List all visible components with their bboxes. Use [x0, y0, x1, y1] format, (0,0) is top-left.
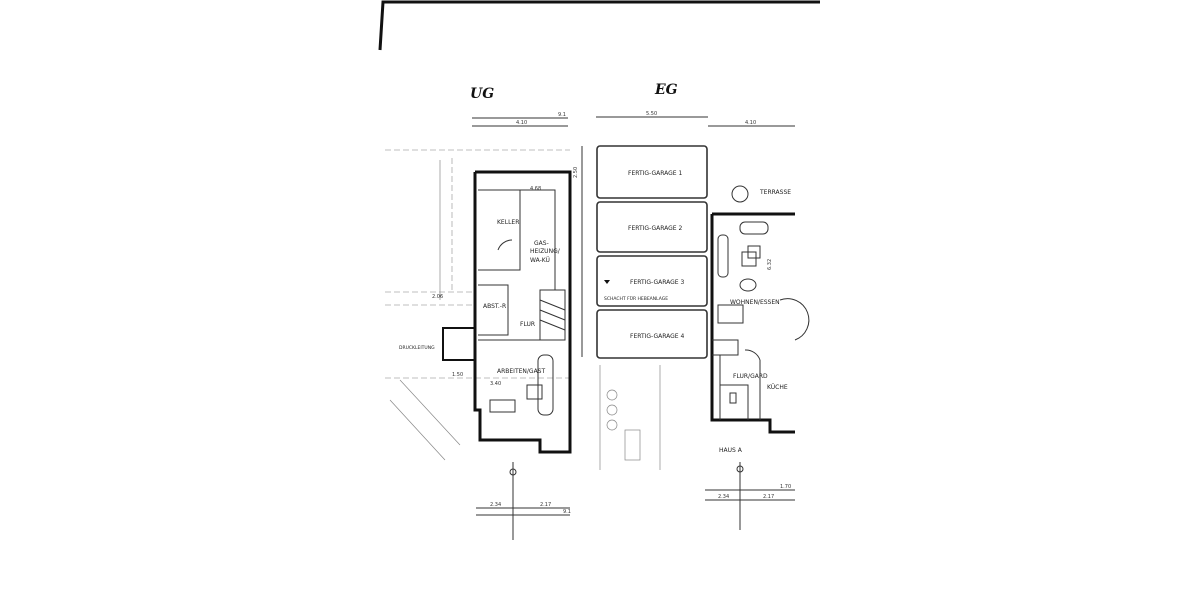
dim-label: 1.50 [452, 372, 463, 378]
ug-title: UG [470, 86, 494, 102]
dim-label: 2.34 [718, 494, 729, 500]
dim-label: 4.10 [745, 120, 756, 126]
ug-plan: UG 4.10 9.1 KELLER GAS- HEIZUNG/ WA-KÜ A… [385, 86, 572, 540]
label-haus: HAUS A [719, 447, 743, 454]
label-terrasse: TERRASSE [759, 189, 791, 196]
dim-label: 2.06 [432, 294, 443, 300]
dim-label: 2.17 [763, 494, 774, 500]
dim-label: 3.40 [490, 381, 501, 387]
dim-label: 4.10 [516, 120, 527, 126]
garage-4: FERTIG-GARAGE 4 [630, 333, 684, 340]
room-gas-2: HEIZUNG/ [530, 248, 561, 255]
scan-edge [378, 0, 820, 51]
dim-label: 2.34 [490, 502, 501, 508]
garages: FERTIG-GARAGE 1 FERTIG-GARAGE 2 FERTIG-G… [596, 145, 708, 359]
room-keller: KELLER [497, 219, 519, 226]
label-druckleitung: DRUCKLEITUNG [399, 345, 435, 351]
dim-label: 9.1 [558, 112, 566, 118]
garage-2: FERTIG-GARAGE 2 [628, 225, 682, 232]
room-gas-3: WA-KÜ [530, 257, 550, 264]
garage-3: FERTIG-GARAGE 3 [630, 279, 684, 286]
dim-label: 4.68 [530, 186, 541, 192]
dim-label: 2.17 [540, 502, 551, 508]
room-flur: FLUR [520, 321, 535, 328]
dim-label: 6.32 [767, 259, 773, 270]
room-gas-1: GAS- [534, 240, 549, 247]
label-schacht: SCHACHT FÜR HEBEANLAGE [604, 295, 668, 302]
room-wohnen-essen: WOHNEN/ESSEN [730, 299, 780, 306]
dim-label: 5.50 [646, 111, 657, 117]
dim-label: 1.70 [780, 484, 791, 490]
eg-plan: EG 5.50 4.10 2.50 FERTIG-GARAGE 1 FERTIG… [573, 82, 810, 530]
room-abst: ABST.-R [483, 303, 506, 310]
eg-title: EG [654, 82, 678, 98]
room-arbeiten: ARBEITEN/GAST [497, 368, 545, 375]
room-flur-gard: FLUR/GARD [733, 373, 768, 380]
dim-label: 2.50 [573, 167, 579, 178]
garage-1: FERTIG-GARAGE 1 [628, 170, 682, 177]
dim-label: 9.1 [563, 509, 571, 515]
room-kueche: KÜCHE [767, 384, 788, 391]
